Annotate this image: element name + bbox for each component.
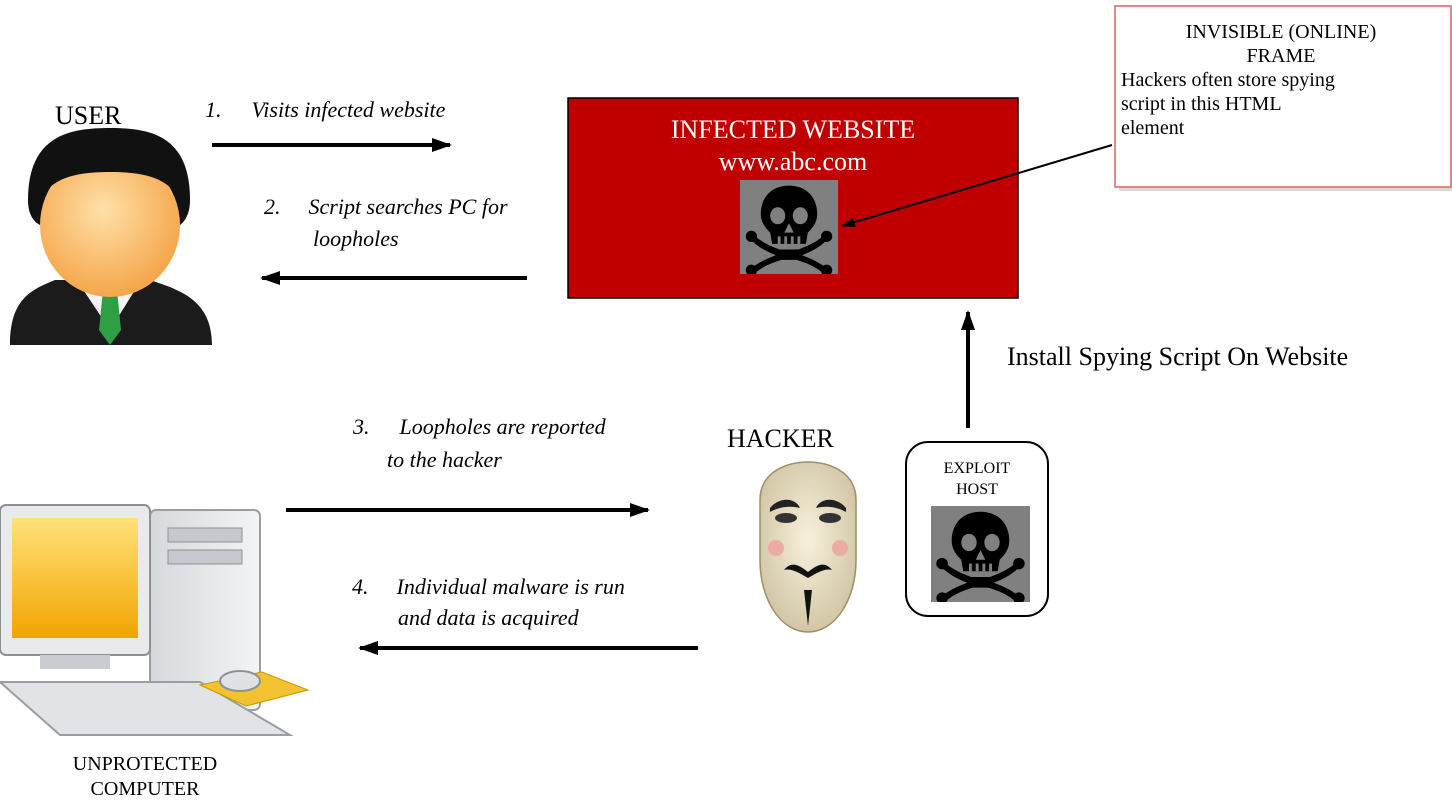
step-4-text-line2: and data is acquired (398, 605, 579, 630)
step-1-number: 1. (205, 97, 222, 122)
website-url: www.abc.com (718, 147, 868, 176)
computer-label-line2: COMPUTER (90, 778, 200, 800)
step-2-label: 2. Script searches PC for (264, 192, 508, 222)
callout-title-line1: INVISIBLE (ONLINE) (1185, 21, 1377, 43)
hacker-label: HACKER (727, 424, 834, 453)
step-3-number: 3. (353, 414, 370, 439)
user-avatar-icon (10, 128, 212, 345)
exploit-host-label: EXPLOIT HOST (906, 458, 1048, 500)
callout-box (1114, 5, 1452, 188)
step-4-text-line1: Individual malware is run (396, 574, 625, 599)
callout-body-line1: Hackers often store spying (1121, 69, 1335, 91)
step-4-label: 4. Individual malware is run (352, 572, 625, 602)
step-4-number: 4. (352, 574, 369, 599)
step-2-text-line2: loopholes (313, 226, 399, 251)
install-label: Install Spying Script On Website (1007, 342, 1349, 371)
step-3-text-line2: to the hacker (387, 447, 502, 472)
guy-fawkes-mask-icon (759, 461, 857, 633)
callout-pointer (841, 144, 1113, 228)
step-1-text: Visits infected website (251, 97, 446, 122)
exploit-host-line2: HOST (956, 481, 998, 498)
skull-crossbones-icon (740, 180, 838, 274)
step-3-text-line1: Loopholes are reported (399, 414, 606, 439)
website-title: INFECTED WEBSITE (670, 115, 916, 144)
exploit-host-line1: EXPLOIT (943, 460, 1011, 477)
callout-body-line2: script in this HTML (1121, 93, 1282, 115)
step-2-text-line1: Script searches PC for (308, 194, 508, 219)
callout-title-line2: FRAME (1246, 45, 1316, 67)
computer-label-line1: UNPROTECTED (72, 753, 218, 775)
user-label: USER (55, 101, 122, 130)
step-3-label: 3. Loopholes are reported (353, 412, 606, 442)
callout-body-line3: element (1121, 117, 1185, 139)
skull-crossbones-icon (931, 506, 1030, 602)
desktop-computer-icon (0, 504, 310, 736)
step-2-number: 2. (264, 194, 281, 219)
callout-text: INVISIBLE (ONLINE) FRAME Hackers often s… (1121, 20, 1441, 140)
step-1-label: 1. Visits infected website (205, 95, 445, 125)
computer-label: UNPROTECTED COMPUTER (40, 752, 250, 802)
